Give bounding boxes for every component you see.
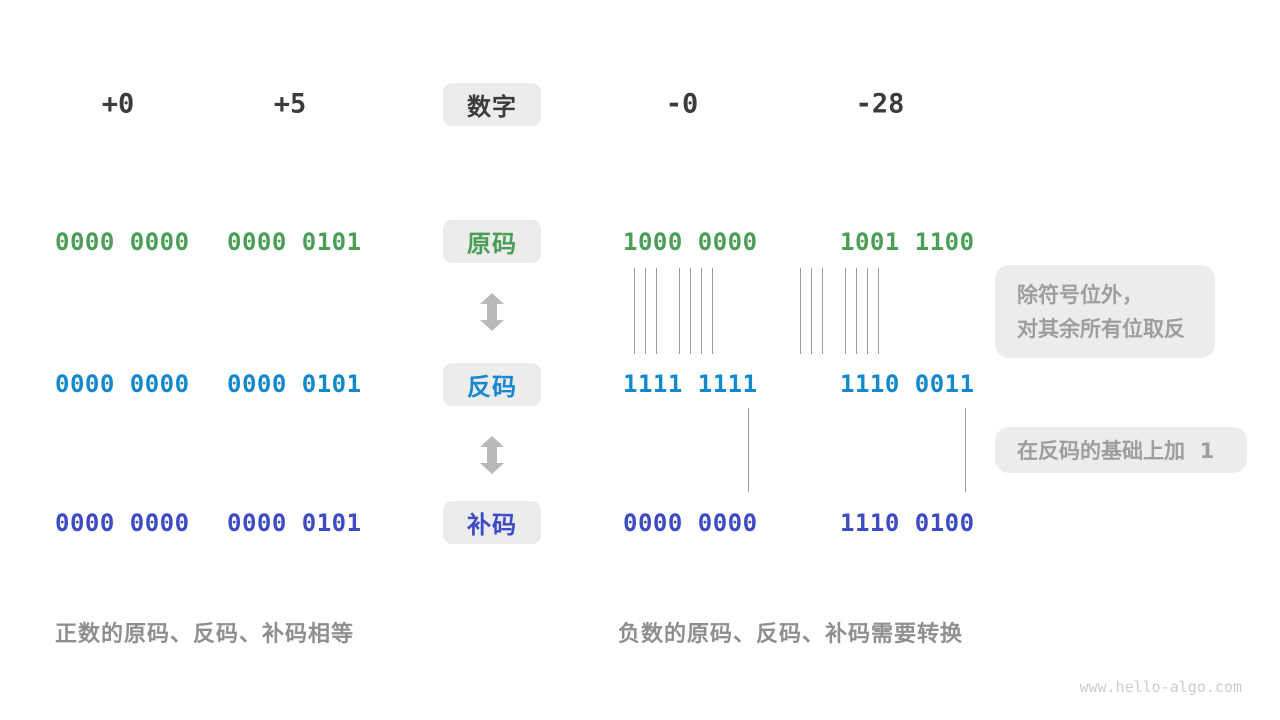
positive-numbers-caption: 正数的原码、反码、补码相等 xyxy=(55,622,355,647)
bit-connector-line xyxy=(645,268,646,354)
sign-magnitude-label: 原码 xyxy=(467,230,517,258)
sign-magnitude-chip: 原码 xyxy=(443,220,541,263)
binary-cell: 1000 0000 xyxy=(623,228,758,256)
header-number-plus0: +0 xyxy=(101,88,135,120)
bit-connector-line xyxy=(965,408,966,492)
binary-cell: 0000 0000 xyxy=(623,509,758,537)
bit-connector-line xyxy=(690,268,691,354)
binary-cell: 0000 0000 xyxy=(55,509,190,537)
double-arrow-icon xyxy=(480,436,504,474)
invert-bits-note-line1: 除符号位外， xyxy=(1017,283,1143,307)
number-label-text: 数字 xyxy=(467,93,517,121)
invert-bits-note: 除符号位外， 对其余所有位取反 xyxy=(995,265,1215,358)
bit-connector-line xyxy=(800,268,801,354)
ones-complement-label: 反码 xyxy=(467,373,517,401)
binary-cell: 0000 0000 xyxy=(55,228,190,256)
binary-cell: 1110 0100 xyxy=(840,509,975,537)
binary-cell: 1001 1100 xyxy=(840,228,975,256)
add-one-note-text: 在反码的基础上加 1 xyxy=(1017,439,1215,463)
ones-complement-chip: 反码 xyxy=(443,363,541,406)
binary-cell: 0000 0000 xyxy=(55,370,190,398)
watermark: www.hello-algo.com xyxy=(1079,678,1242,696)
number-label-chip: 数字 xyxy=(443,83,541,126)
negative-numbers-caption: 负数的原码、反码、补码需要转换 xyxy=(618,622,964,647)
bit-connector-line xyxy=(656,268,657,354)
binary-cell: 0000 0101 xyxy=(227,370,362,398)
binary-cell: 1111 1111 xyxy=(623,370,758,398)
bit-connector-line xyxy=(867,268,868,354)
bit-connector-line xyxy=(748,408,749,492)
bit-connector-line xyxy=(878,268,879,354)
add-one-note: 在反码的基础上加 1 xyxy=(995,427,1247,473)
bit-connector-line xyxy=(679,268,680,354)
invert-bits-note-line2: 对其余所有位取反 xyxy=(1017,317,1185,341)
header-number-plus5: +5 xyxy=(273,88,307,120)
twos-complement-chip: 补码 xyxy=(443,501,541,544)
bit-connector-line xyxy=(712,268,713,354)
bit-connector-line xyxy=(856,268,857,354)
bit-connector-line xyxy=(845,268,846,354)
bit-connector-line xyxy=(811,268,812,354)
bit-connector-line xyxy=(634,268,635,354)
binary-cell: 0000 0101 xyxy=(227,228,362,256)
header-number-minus28: -28 xyxy=(855,88,905,120)
binary-cell: 1110 0011 xyxy=(840,370,975,398)
binary-cell: 0000 0101 xyxy=(227,509,362,537)
bit-connector-line xyxy=(701,268,702,354)
double-arrow-icon xyxy=(480,293,504,331)
twos-complement-label: 补码 xyxy=(467,511,517,539)
header-number-minus0: -0 xyxy=(665,88,699,120)
bit-connector-line xyxy=(822,268,823,354)
